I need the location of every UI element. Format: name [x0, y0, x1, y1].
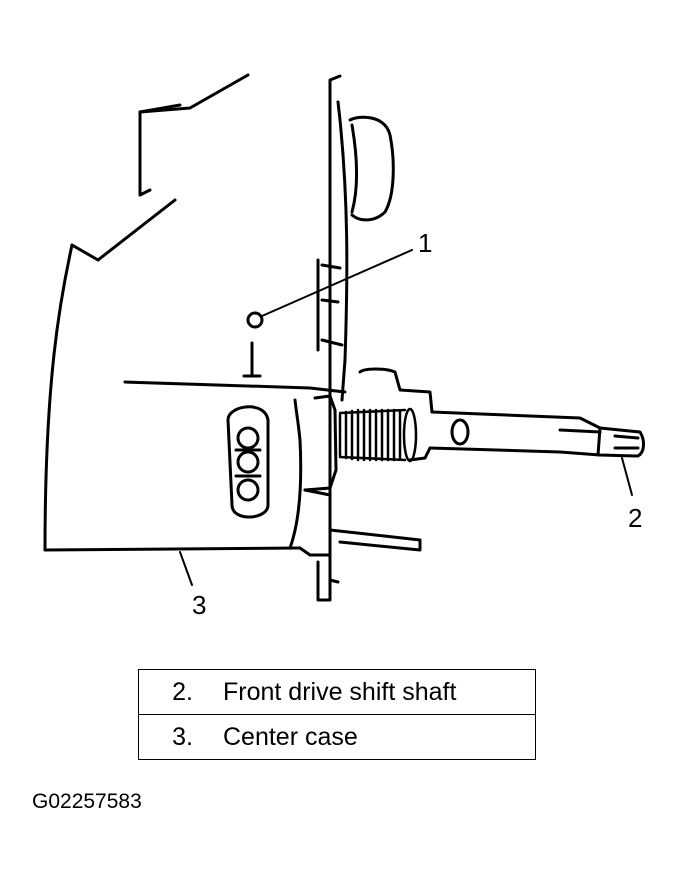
section-line — [123, 380, 347, 394]
front-drive-shift-shaft — [358, 367, 645, 462]
leader-3 — [179, 551, 193, 586]
case-plug — [348, 115, 395, 222]
callout-leaders — [179, 249, 633, 586]
shaft-housing — [303, 394, 338, 492]
callout-2: 2 — [628, 503, 643, 533]
shaft-spring — [338, 407, 418, 463]
slotted-plate — [226, 405, 270, 519]
case-flange — [316, 100, 349, 402]
figure-id: G02257583 — [32, 790, 142, 813]
legend-number: 3. — [172, 722, 193, 751]
parts-legend: 2. Front drive shift shaft 3. Center case — [138, 669, 536, 760]
center-case-outline — [43, 73, 422, 602]
legend-label: Center case — [223, 722, 358, 751]
callout-1: 1 — [418, 228, 433, 258]
legend-row: 3. Center case — [138, 714, 536, 760]
callout-3: 3 — [192, 590, 207, 620]
leader-1 — [261, 249, 413, 317]
legend-label: Front drive shift shaft — [223, 677, 457, 706]
leader-2 — [621, 457, 633, 496]
shift-shaft-diagram — [43, 73, 645, 602]
legend-row: 2. Front drive shift shaft — [138, 669, 536, 715]
legend-number: 2. — [172, 677, 193, 706]
pin — [242, 311, 264, 378]
